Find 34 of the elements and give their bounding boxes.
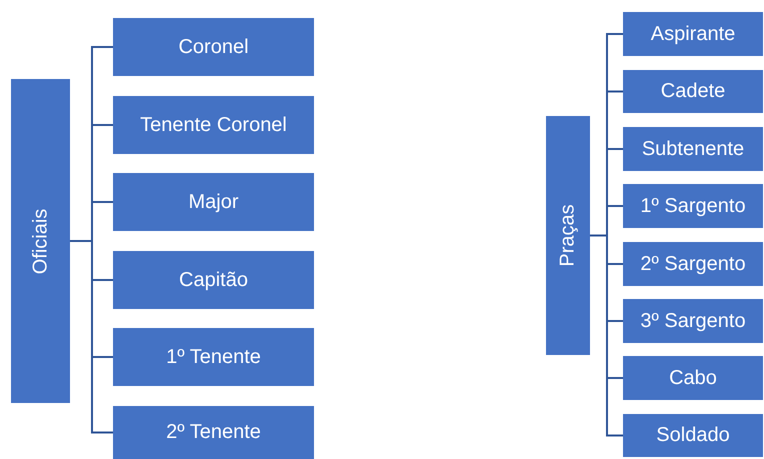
connector-line bbox=[590, 234, 623, 436]
rank-box bbox=[623, 184, 763, 228]
rank-label: Praças bbox=[556, 204, 580, 267]
rank-label: 1º Tenente bbox=[166, 346, 261, 368]
rank-label: 3º Sargento bbox=[640, 310, 746, 332]
rank-box bbox=[113, 406, 314, 459]
rank-label: Capitão bbox=[179, 268, 248, 292]
category-box bbox=[11, 79, 70, 403]
rank-label: Cadete bbox=[660, 80, 726, 103]
category-box bbox=[546, 116, 590, 355]
rank-label: 1º Sargento bbox=[640, 194, 746, 218]
rank-label: Oficiais bbox=[29, 208, 52, 274]
rank-label: 2º Tenente bbox=[166, 421, 261, 444]
rank-label: Subtenente bbox=[642, 138, 744, 160]
rank-label: Aspirante bbox=[650, 22, 736, 46]
rank-box bbox=[113, 328, 314, 386]
rank-label: Tenente Coronel bbox=[140, 114, 287, 136]
rank-box bbox=[623, 12, 763, 56]
rank-box bbox=[623, 70, 763, 113]
rank-label: Cabo bbox=[669, 366, 717, 390]
rank-box bbox=[113, 173, 314, 231]
rank-label: Coronel bbox=[178, 36, 249, 58]
rank-box bbox=[623, 242, 763, 286]
rank-box bbox=[113, 251, 314, 309]
rank-box bbox=[623, 414, 763, 457]
rank-box bbox=[623, 127, 763, 171]
rank-label: Major bbox=[188, 190, 238, 214]
rank-label: 2º Sargento bbox=[640, 252, 746, 276]
connector-line bbox=[70, 240, 113, 434]
rank-box bbox=[113, 18, 314, 76]
rank-label: Soldado bbox=[656, 424, 730, 447]
rank-box bbox=[113, 96, 314, 154]
rank-box bbox=[623, 299, 763, 343]
rank-box bbox=[623, 356, 763, 400]
